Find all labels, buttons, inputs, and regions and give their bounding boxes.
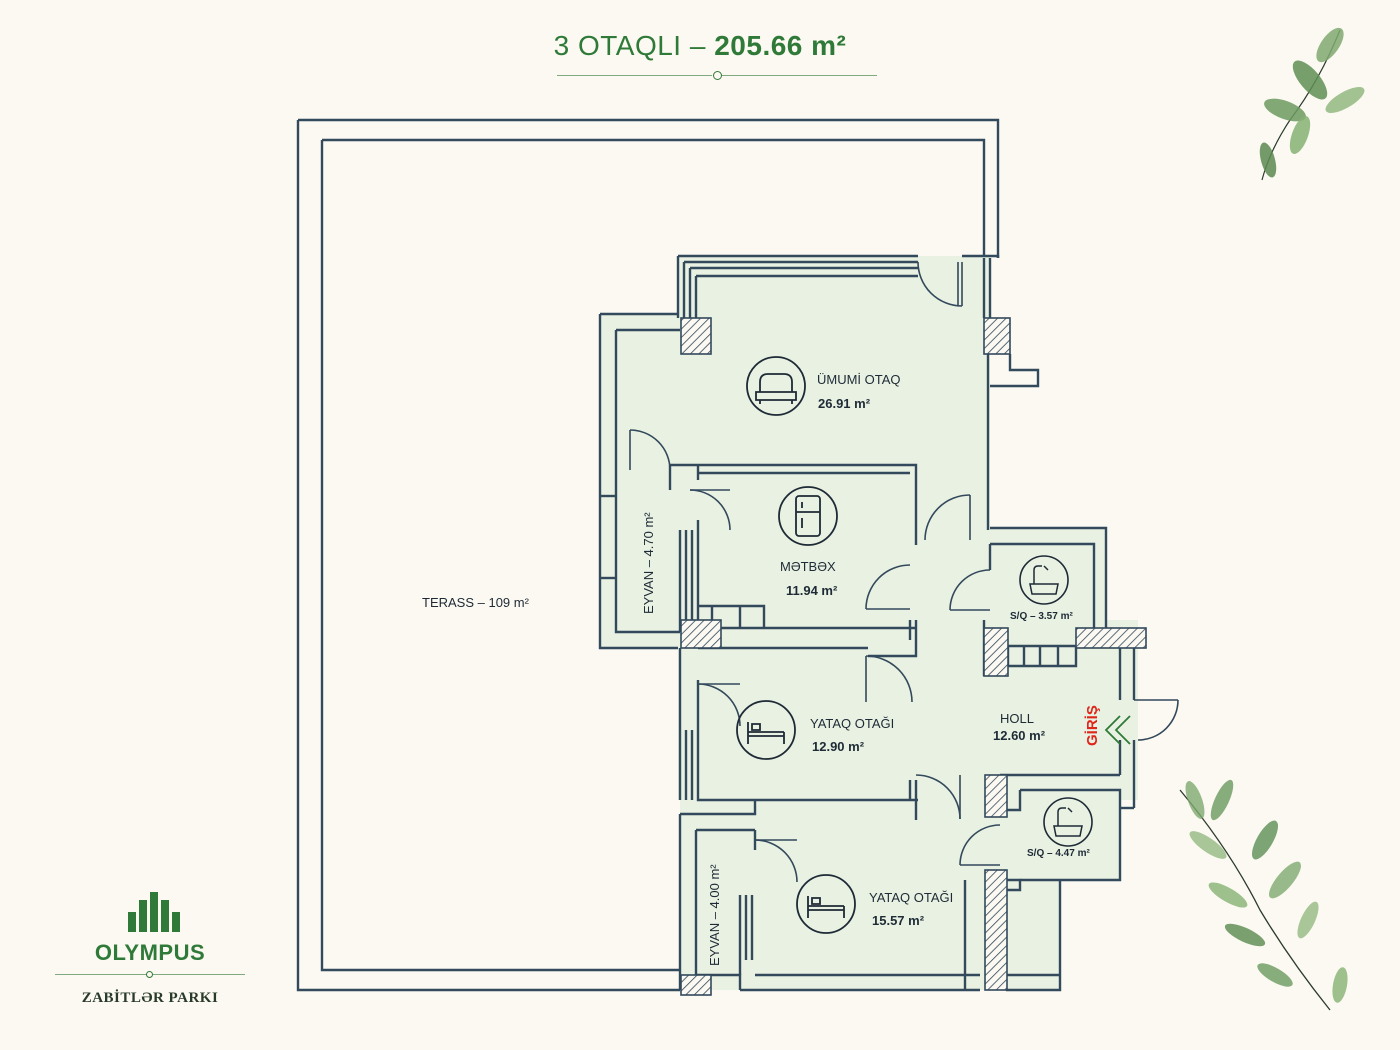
structural-columns — [680, 317, 1147, 996]
leaf-branch-decoration — [1179, 779, 1348, 1011]
brand-divider-dot — [146, 971, 153, 978]
living-room-name: ÜMUMİ OTAQ — [817, 372, 901, 387]
leaf-decoration — [1259, 27, 1365, 181]
bed-icon — [796, 874, 856, 934]
brand-subtitle: ZABİTLƏR PARKI — [81, 990, 219, 1006]
balcony-2-label: EYVAN – 4.00 m² — [707, 864, 722, 966]
bathroom-1-label: S/Q – 3.57 m² — [1010, 611, 1073, 622]
bedroom-1-name: YATAQ OTAĞI — [810, 716, 894, 731]
title-divider-left — [557, 75, 712, 76]
title-separator: – — [689, 30, 706, 61]
bathroom-2-label: S/Q – 4.47 m² — [1027, 848, 1090, 859]
bathtub-icon — [1019, 555, 1069, 605]
bedroom-1-area: 12.90 m² — [812, 739, 865, 754]
fridge-icon — [778, 486, 838, 546]
brand-name: OLYMPUS — [94, 940, 206, 965]
olympus-logo-icon — [128, 892, 180, 932]
bedroom-2-area: 15.57 m² — [872, 913, 925, 928]
plan-title: 3 OTAQLI – 205.66 m² — [0, 30, 1400, 62]
kitchen-area: 11.94 m² — [786, 583, 838, 598]
living-room-area: 26.91 m² — [818, 396, 871, 411]
kitchen-name: MƏTBƏX — [780, 559, 836, 574]
apartment-floor — [600, 256, 1138, 990]
walls — [598, 254, 1136, 992]
sofa-icon — [746, 356, 806, 416]
entrance-chevron-icon — [1104, 715, 1131, 745]
terrace-label: TERASS – 109 m² — [422, 595, 530, 610]
hall-area: 12.60 m² — [993, 728, 1046, 743]
doors — [629, 261, 1179, 883]
terrace-outline — [296, 118, 1000, 992]
hall-name: HOLL — [1000, 711, 1034, 726]
total-area: 205.66 m² — [714, 30, 847, 61]
bathtub-icon — [1043, 797, 1093, 847]
entrance-label: GİRİŞ — [1084, 705, 1101, 746]
title-divider-right — [722, 75, 877, 76]
balcony-1-label: EYVAN – 4.70 m² — [641, 512, 656, 614]
bedroom-2-name: YATAQ OTAĞI — [869, 890, 953, 905]
title-divider-dot — [713, 71, 722, 80]
rooms-count: 3 OTAQLI — [553, 30, 682, 61]
bed-icon — [736, 700, 796, 760]
